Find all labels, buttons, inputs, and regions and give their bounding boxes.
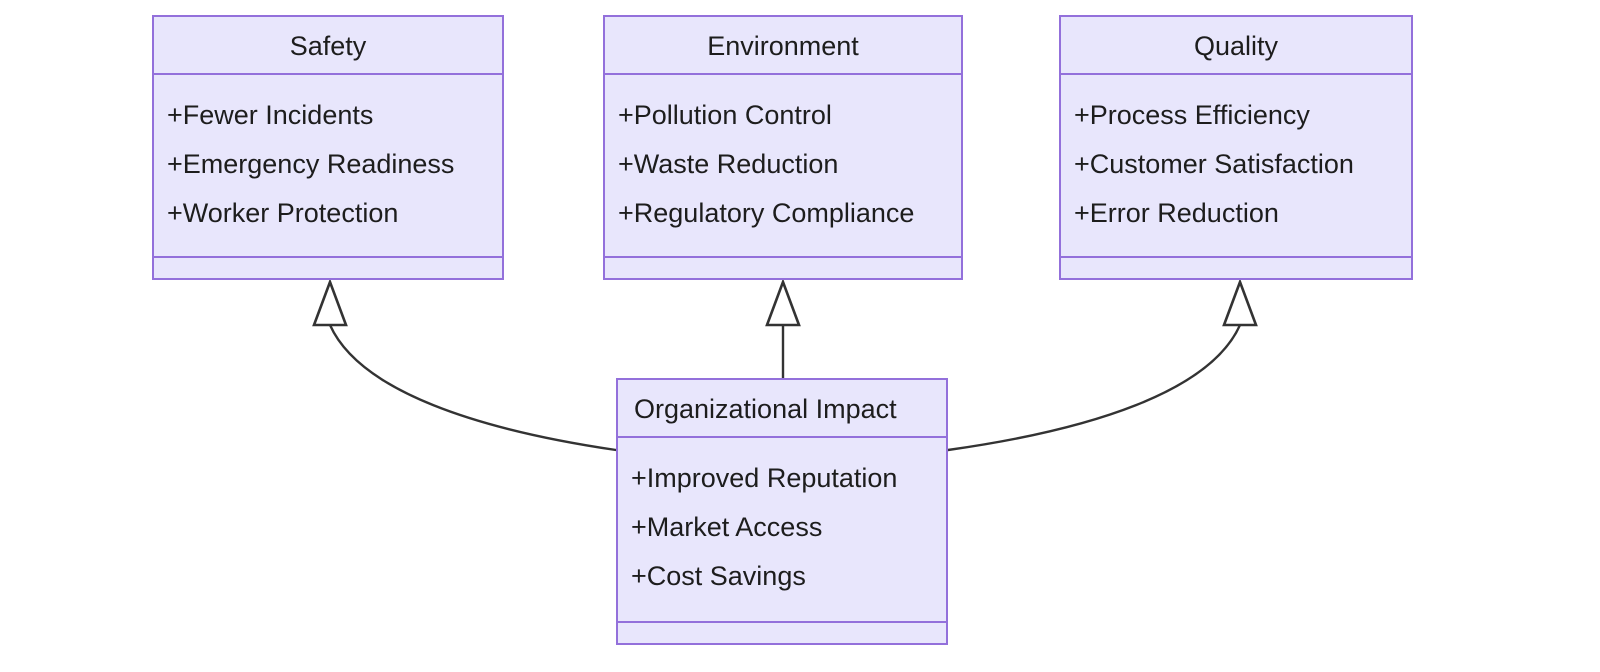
attribute-item: +Customer Satisfaction — [1074, 149, 1354, 179]
attribute-item: +Emergency Readiness — [167, 149, 455, 179]
inheritance-triangle-icon-quality — [1222, 278, 1258, 327]
edge-impact-to-quality — [946, 323, 1242, 452]
class-name-quality: Quality — [1061, 17, 1411, 75]
generalization-arrowheads — [312, 278, 1258, 327]
attribute-item: +Waste Reduction — [618, 149, 839, 179]
class-attributes-quality: +Process Efficiency +Customer Satisfacti… — [1061, 75, 1411, 258]
class-node-quality[interactable]: Quality +Process Efficiency +Customer Sa… — [1059, 15, 1413, 280]
attribute-item: +Regulatory Compliance — [618, 198, 915, 228]
attribute-item: +Improved Reputation — [631, 463, 898, 493]
class-methods-safety — [154, 258, 502, 278]
class-name-organizational-impact: Organizational Impact — [618, 380, 946, 438]
class-node-organizational-impact[interactable]: Organizational Impact +Improved Reputati… — [616, 378, 948, 645]
attribute-item: +Worker Protection — [167, 198, 399, 228]
inheritance-triangle-icon-environment — [765, 278, 801, 327]
attribute-item: +Cost Savings — [631, 561, 806, 591]
class-methods-organizational-impact — [618, 623, 946, 643]
attribute-item: +Error Reduction — [1074, 198, 1279, 228]
class-methods-quality — [1061, 258, 1411, 278]
attribute-item: +Market Access — [631, 512, 823, 542]
class-name-environment: Environment — [605, 17, 961, 75]
attribute-item: +Process Efficiency — [1074, 100, 1310, 130]
class-attributes-organizational-impact: +Improved Reputation +Market Access +Cos… — [618, 438, 946, 623]
class-methods-environment — [605, 258, 961, 278]
attribute-item: +Fewer Incidents — [167, 100, 374, 130]
inheritance-triangle-icon-safety — [312, 278, 348, 327]
class-attributes-environment: +Pollution Control +Waste Reduction +Reg… — [605, 75, 961, 258]
edge-impact-to-safety — [328, 323, 618, 452]
class-node-safety[interactable]: Safety +Fewer Incidents +Emergency Readi… — [152, 15, 504, 280]
attribute-item: +Pollution Control — [618, 100, 832, 130]
class-node-environment[interactable]: Environment +Pollution Control +Waste Re… — [603, 15, 963, 280]
class-attributes-safety: +Fewer Incidents +Emergency Readiness +W… — [154, 75, 502, 258]
class-name-safety: Safety — [154, 17, 502, 75]
